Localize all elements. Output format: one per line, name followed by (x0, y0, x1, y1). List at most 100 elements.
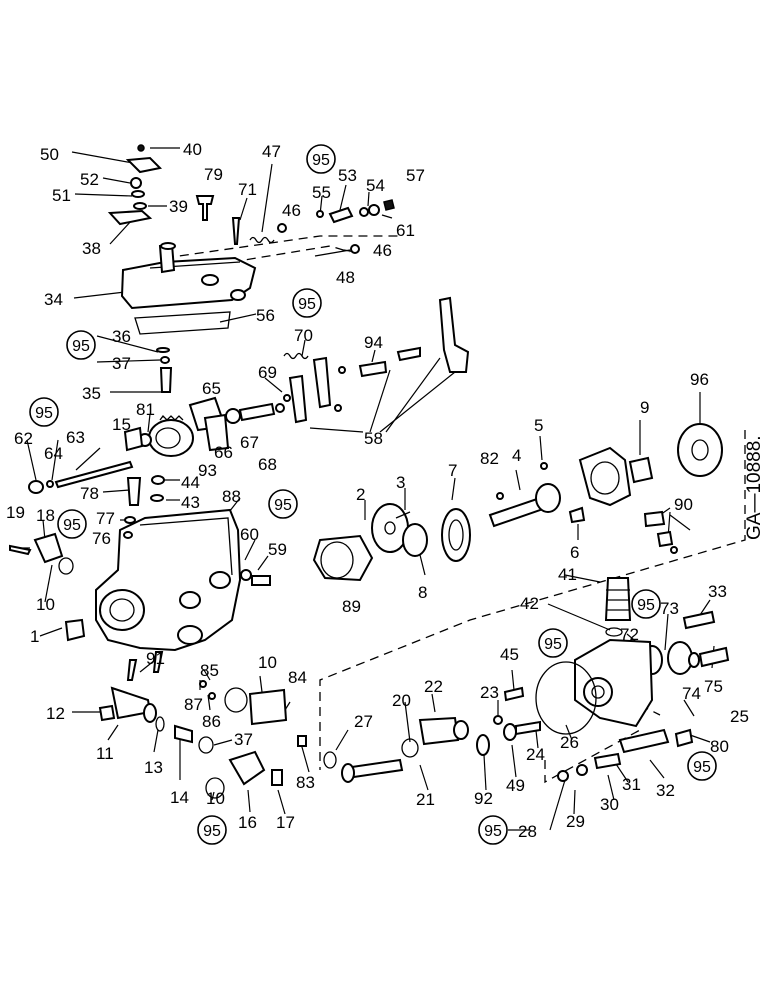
callout-46: 46 (373, 241, 392, 260)
callout-44: 44 (181, 473, 200, 492)
callout-45: 45 (500, 645, 519, 664)
kit-callout-label: 95 (35, 405, 53, 422)
callout-60: 60 (240, 525, 259, 544)
callout-63: 63 (66, 428, 85, 447)
callout-8: 8 (418, 583, 427, 602)
kit-callout-circle: 95 (306, 144, 336, 174)
kit-callout-label: 95 (484, 823, 502, 840)
callout-66: 66 (214, 443, 233, 462)
callout-6: 6 (570, 543, 579, 562)
callout-42: 42 (520, 594, 539, 613)
callout-55: 55 (312, 183, 331, 202)
callout-91: 91 (146, 649, 165, 668)
callout-80: 80 (710, 737, 729, 756)
callout-79: 79 (204, 165, 223, 184)
callout-82: 82 (480, 449, 499, 468)
callout-30: 30 (600, 795, 619, 814)
callout-71: 71 (238, 180, 257, 199)
callout-92: 92 (474, 789, 493, 808)
callout-49: 49 (506, 776, 525, 795)
callout-14: 14 (170, 788, 189, 807)
callout-58: 58 (364, 429, 383, 448)
kit-callout-circle: 95 (631, 589, 661, 619)
kit-callout-circle: 95 (29, 397, 59, 427)
drawing-id: GA—10888. (744, 435, 765, 540)
callout-43: 43 (181, 493, 200, 512)
callout-73: 73 (660, 599, 679, 618)
callout-96: 96 (690, 370, 709, 389)
callout-89: 89 (342, 597, 361, 616)
callout-27: 27 (354, 712, 373, 731)
kit-callout-circle: 95 (478, 815, 508, 845)
callout-48: 48 (336, 268, 355, 287)
callout-37: 37 (112, 354, 131, 373)
kit-callout-circle: 95 (687, 751, 717, 781)
kit-callout-label: 95 (72, 338, 90, 355)
callout-53: 53 (338, 166, 357, 185)
callout-67: 67 (240, 433, 259, 452)
callout-3: 3 (396, 473, 405, 492)
callout-46: 46 (282, 201, 301, 220)
callout-24: 24 (526, 745, 545, 764)
kit-callout-label: 95 (298, 296, 316, 313)
callout-20: 20 (392, 691, 411, 710)
callout-54: 54 (366, 176, 385, 195)
callout-75: 75 (704, 677, 723, 696)
callout-19: 19 (6, 503, 25, 522)
callout-65: 65 (202, 379, 221, 398)
callout-84: 84 (288, 668, 307, 687)
callout-5: 5 (534, 416, 543, 435)
callout-94: 94 (364, 333, 383, 352)
callout-10: 10 (206, 789, 225, 808)
callout-62: 62 (14, 429, 33, 448)
callout-10: 10 (36, 595, 55, 614)
callout-1: 1 (30, 627, 39, 646)
callout-57: 57 (406, 166, 425, 185)
callout-13: 13 (144, 758, 163, 777)
callout-10: 10 (258, 653, 277, 672)
parts (9, 144, 730, 799)
callout-40: 40 (183, 140, 202, 159)
callout-22: 22 (424, 677, 443, 696)
kit-callout-circle: 95 (57, 509, 87, 539)
kit-callout-label: 95 (544, 636, 562, 653)
callout-29: 29 (566, 812, 585, 831)
kit-callout-label: 95 (63, 517, 81, 534)
callout-86: 86 (202, 712, 221, 731)
kit-callout-label: 95 (637, 597, 655, 614)
callout-17: 17 (276, 813, 295, 832)
callout-70: 70 (294, 326, 313, 345)
callout-77: 77 (96, 509, 115, 528)
callout-37: 37 (234, 730, 253, 749)
callout-50: 50 (40, 145, 59, 164)
callout-56: 56 (256, 306, 275, 325)
kit-callout-label: 95 (312, 152, 330, 169)
callout-11: 11 (96, 744, 114, 763)
callout-16: 16 (238, 813, 257, 832)
callout-26: 26 (560, 733, 579, 752)
callout-12: 12 (46, 704, 65, 723)
callout-93: 93 (198, 461, 217, 480)
callout-4: 4 (512, 446, 521, 465)
callout-72: 72 (620, 625, 639, 644)
callout-81: 81 (136, 400, 155, 419)
kit-callout-label: 95 (203, 823, 221, 840)
callout-23: 23 (480, 683, 499, 702)
callout-90: 90 (674, 495, 693, 514)
callout-74: 74 (682, 684, 701, 703)
callout-88: 88 (222, 487, 241, 506)
callout-36: 36 (112, 327, 131, 346)
callout-64: 64 (44, 444, 63, 463)
callout-32: 32 (656, 781, 675, 800)
kit-callout-circle: 95 (268, 489, 298, 519)
kit-callout-circle: 95 (66, 330, 96, 360)
callout-76: 76 (92, 529, 111, 548)
callout-78: 78 (80, 484, 99, 503)
callout-25: 25 (730, 707, 749, 726)
callout-68: 68 (258, 455, 277, 474)
callout-61: 61 (396, 221, 415, 240)
callout-2: 2 (356, 485, 365, 504)
callout-51: 51 (52, 186, 71, 205)
